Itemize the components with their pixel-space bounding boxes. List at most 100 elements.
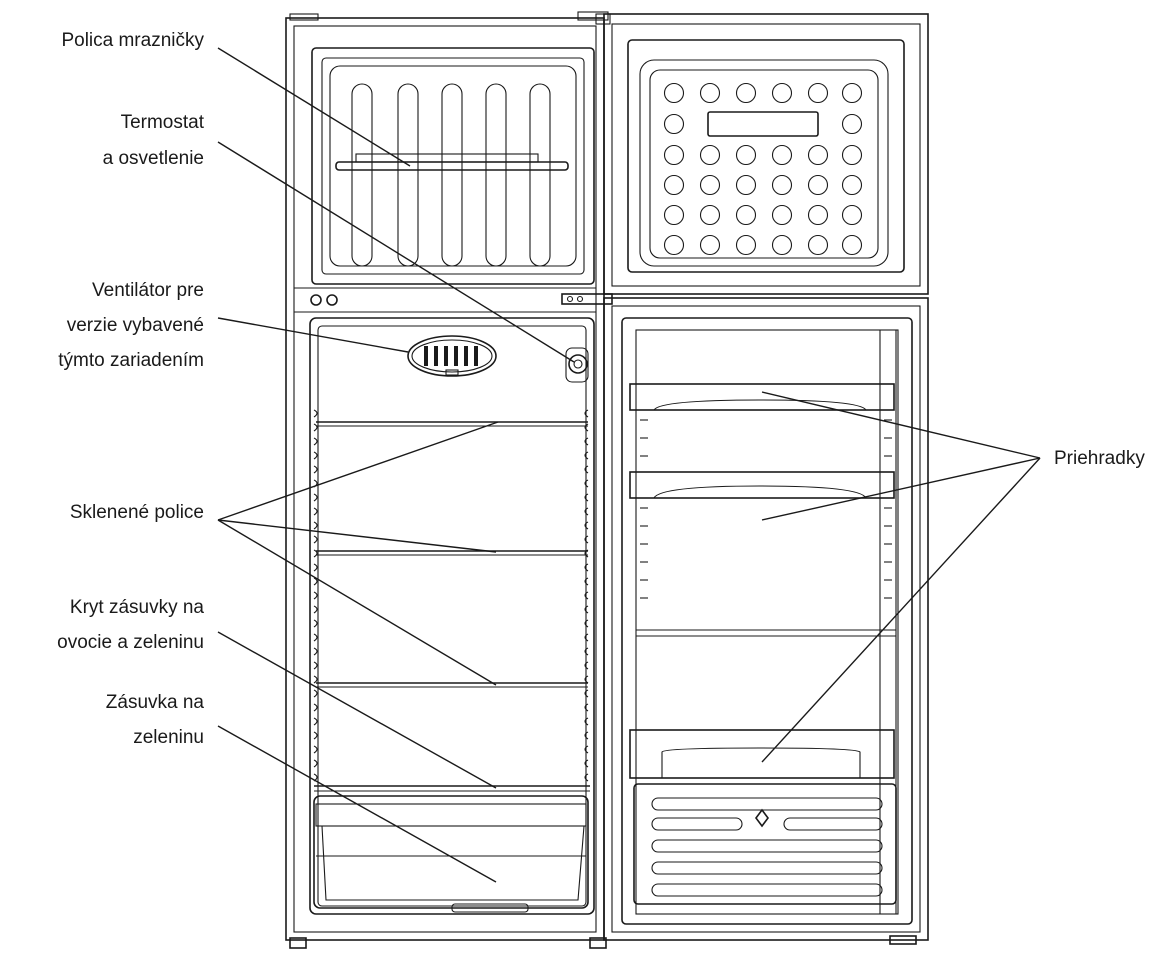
shelf-support xyxy=(313,661,318,670)
shelf-support xyxy=(584,647,589,656)
door-bin-1 xyxy=(629,383,895,411)
shelf-support xyxy=(313,647,318,656)
shelf-support xyxy=(584,759,589,768)
shelf-support xyxy=(313,451,318,460)
label-fan-line1: Ventilátor pre xyxy=(92,280,204,301)
shelf-support xyxy=(313,437,318,446)
fan-slot xyxy=(454,346,458,366)
crisper-cover xyxy=(314,785,590,792)
door-dimple xyxy=(699,204,721,226)
door-dimple xyxy=(807,234,829,256)
shelf-support xyxy=(313,619,318,628)
door-supports xyxy=(640,419,892,599)
leader-lines xyxy=(217,47,1041,883)
fan-slot xyxy=(424,346,428,366)
shelf-support xyxy=(313,759,318,768)
freezer-rib xyxy=(485,83,507,267)
door-bin-3 xyxy=(629,729,895,779)
shelf-support xyxy=(584,675,589,684)
shelf-support xyxy=(313,717,318,726)
shelf-support xyxy=(313,605,318,614)
shelf-support xyxy=(584,479,589,488)
label-fan-line2: verzie vybavené xyxy=(67,315,204,336)
door-dimple xyxy=(771,144,793,166)
label-crisper-line1: Zásuvka na xyxy=(106,692,205,713)
door-dimple xyxy=(841,234,863,256)
shelf-support xyxy=(313,465,318,474)
label-thermostat-line1: Termostat xyxy=(121,112,205,133)
fan-slot xyxy=(464,346,468,366)
shelf-support xyxy=(584,535,589,544)
door-dimple xyxy=(663,174,685,196)
vent-slot xyxy=(651,883,883,897)
freezer-rib xyxy=(441,83,463,267)
control-band xyxy=(294,287,596,313)
freezer-compartment xyxy=(311,47,595,285)
crisper-drawer xyxy=(313,795,589,913)
shelf-support xyxy=(584,745,589,754)
door-dimple xyxy=(841,82,863,104)
freezer-ribs xyxy=(351,83,551,267)
door-dimple xyxy=(663,113,685,135)
shelf-support xyxy=(584,577,589,586)
door-dimple xyxy=(699,82,721,104)
shelf-support xyxy=(584,605,589,614)
shelf-support xyxy=(313,409,318,418)
shelf-support xyxy=(584,591,589,600)
door-dimple xyxy=(699,144,721,166)
shelf-support xyxy=(584,661,589,670)
door-dimple xyxy=(735,174,757,196)
shelf-support xyxy=(313,521,318,530)
shelf-support xyxy=(584,619,589,628)
thermostat-light xyxy=(565,347,589,383)
label-door-bins: Priehradky xyxy=(1054,448,1145,469)
vent-slot xyxy=(783,817,883,831)
door-dimples xyxy=(663,82,863,256)
door-dimple xyxy=(807,174,829,196)
door-dimple xyxy=(807,144,829,166)
labels: Polica mrazničky Termostat a osvetlenie … xyxy=(57,30,1145,748)
shelf-support xyxy=(584,703,589,712)
shelf-support xyxy=(584,717,589,726)
shelf-support xyxy=(313,591,318,600)
shelf-support xyxy=(584,773,589,782)
freezer-rib xyxy=(529,83,551,267)
vent-slot xyxy=(651,839,883,853)
fan-unit xyxy=(407,335,497,377)
label-freezer-shelf: Polica mrazničky xyxy=(61,30,204,51)
door-dimple xyxy=(699,174,721,196)
door-dimple xyxy=(841,204,863,226)
shelf-support xyxy=(313,507,318,516)
shelf-support xyxy=(584,409,589,418)
freezer-door xyxy=(595,13,929,295)
shelf-support xyxy=(313,563,318,572)
shelf-support xyxy=(313,423,318,432)
door-dimple xyxy=(735,234,757,256)
shelf-support xyxy=(584,521,589,530)
door-dimple xyxy=(663,82,685,104)
shelf-support xyxy=(584,689,589,698)
shelf-support xyxy=(313,703,318,712)
door-dimple xyxy=(735,82,757,104)
shelf-support xyxy=(313,535,318,544)
door-dimple xyxy=(807,204,829,226)
door-dimple xyxy=(699,234,721,256)
fan-slots xyxy=(424,346,478,366)
vent-slot xyxy=(651,861,883,875)
shelf-support xyxy=(313,577,318,586)
shelf-support xyxy=(584,465,589,474)
shelf-support xyxy=(584,423,589,432)
label-crisper-cover-line2: ovocie a zeleninu xyxy=(57,632,204,653)
door-dimple xyxy=(841,174,863,196)
shelf-support xyxy=(584,507,589,516)
door-dimple xyxy=(663,234,685,256)
vent-slot xyxy=(651,797,883,811)
shelf-support xyxy=(313,675,318,684)
label-thermostat-line2: a osvetlenie xyxy=(103,148,204,169)
door-dimple xyxy=(735,144,757,166)
door-dimple xyxy=(771,204,793,226)
shelf-support xyxy=(584,451,589,460)
door-dimple xyxy=(841,113,863,135)
